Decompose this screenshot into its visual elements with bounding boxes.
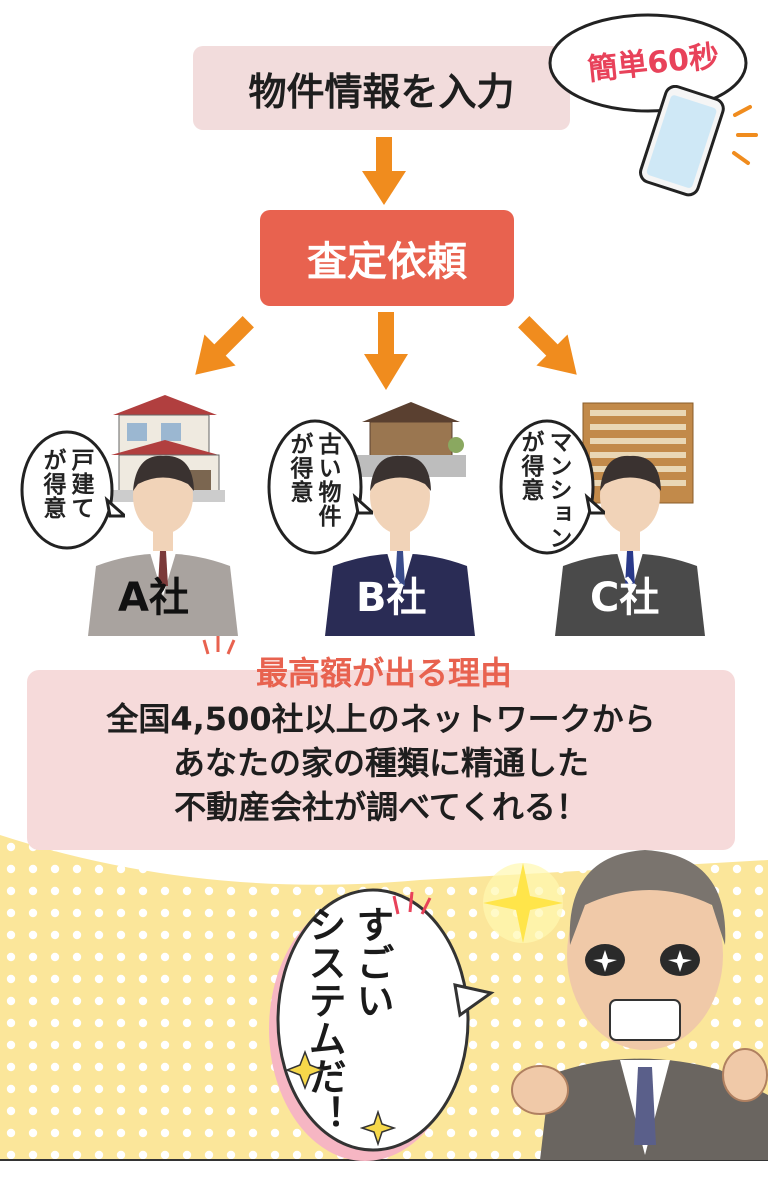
- reason-text: 全国4,500社以上のネットワークから あなたの家の種類に精通した 不動産会社が…: [27, 697, 735, 829]
- emphasis-lines-icon: [202, 636, 236, 655]
- smartphone-icon: [639, 85, 758, 197]
- company-c-person: [555, 455, 705, 636]
- request-step-label: 査定依頼: [307, 239, 467, 285]
- exclamation-text: すごい システムだ！: [300, 905, 396, 1155]
- company-a-bubble-line2: が得意: [39, 448, 65, 520]
- input-step-box: 物件情報を入力: [193, 46, 570, 130]
- company-a-speech-bubble: [20, 430, 125, 550]
- sparkle-icon: [360, 1110, 396, 1146]
- company-c-label: C社: [590, 575, 660, 621]
- company-a-bubble-line1: 戸建て: [67, 448, 93, 520]
- company-a-bubble-text: 戸建て が得意: [38, 448, 94, 548]
- reason-line-3: 不動産会社が調べてくれる！: [174, 788, 588, 826]
- company-b-bubble-text: 古い物件 が得意: [285, 432, 341, 552]
- arrow-down-center-icon: [364, 312, 408, 390]
- glow-sparkle-icon: [483, 863, 563, 943]
- reason-line-1: 全国4,500社以上のネットワークから: [106, 700, 656, 738]
- input-step-label: 物件情報を入力: [248, 69, 515, 114]
- company-c-bubble-line2: が得意: [517, 430, 543, 502]
- arrow-down-icon: [362, 137, 406, 205]
- exclamation-line-2: システムだ！: [302, 905, 346, 1133]
- excited-businessman-illustration: [511, 850, 768, 1160]
- exclamation-speech-bubble: [269, 888, 495, 1161]
- company-c-speech-bubble: [499, 419, 605, 555]
- company-b-label: B社: [356, 575, 427, 621]
- company-a-person: [88, 455, 238, 636]
- reason-heading: 最高額が出る理由: [255, 654, 512, 692]
- sparkle-icon: [285, 1050, 325, 1090]
- arrow-left-down-icon: [195, 316, 254, 375]
- company-a-label: A社: [118, 575, 189, 621]
- company-b-bubble-line1: 古い物件: [314, 432, 340, 528]
- company-b-person: [325, 455, 475, 636]
- exclamation-line-1: すごい: [350, 905, 394, 1019]
- arrow-right-down-icon: [518, 316, 577, 375]
- company-b-bubble-line2: が得意: [286, 432, 312, 504]
- company-c-bubble-text: マンション が得意: [516, 430, 572, 560]
- company-b-speech-bubble: [267, 419, 373, 555]
- reason-line-2: あなたの家の種類に精通した: [172, 744, 589, 782]
- request-step-box: 査定依頼: [260, 210, 514, 306]
- company-c-bubble-line1: マンション: [545, 430, 571, 550]
- reason-box: [27, 670, 735, 850]
- emphasis-lines-icon: [392, 891, 432, 915]
